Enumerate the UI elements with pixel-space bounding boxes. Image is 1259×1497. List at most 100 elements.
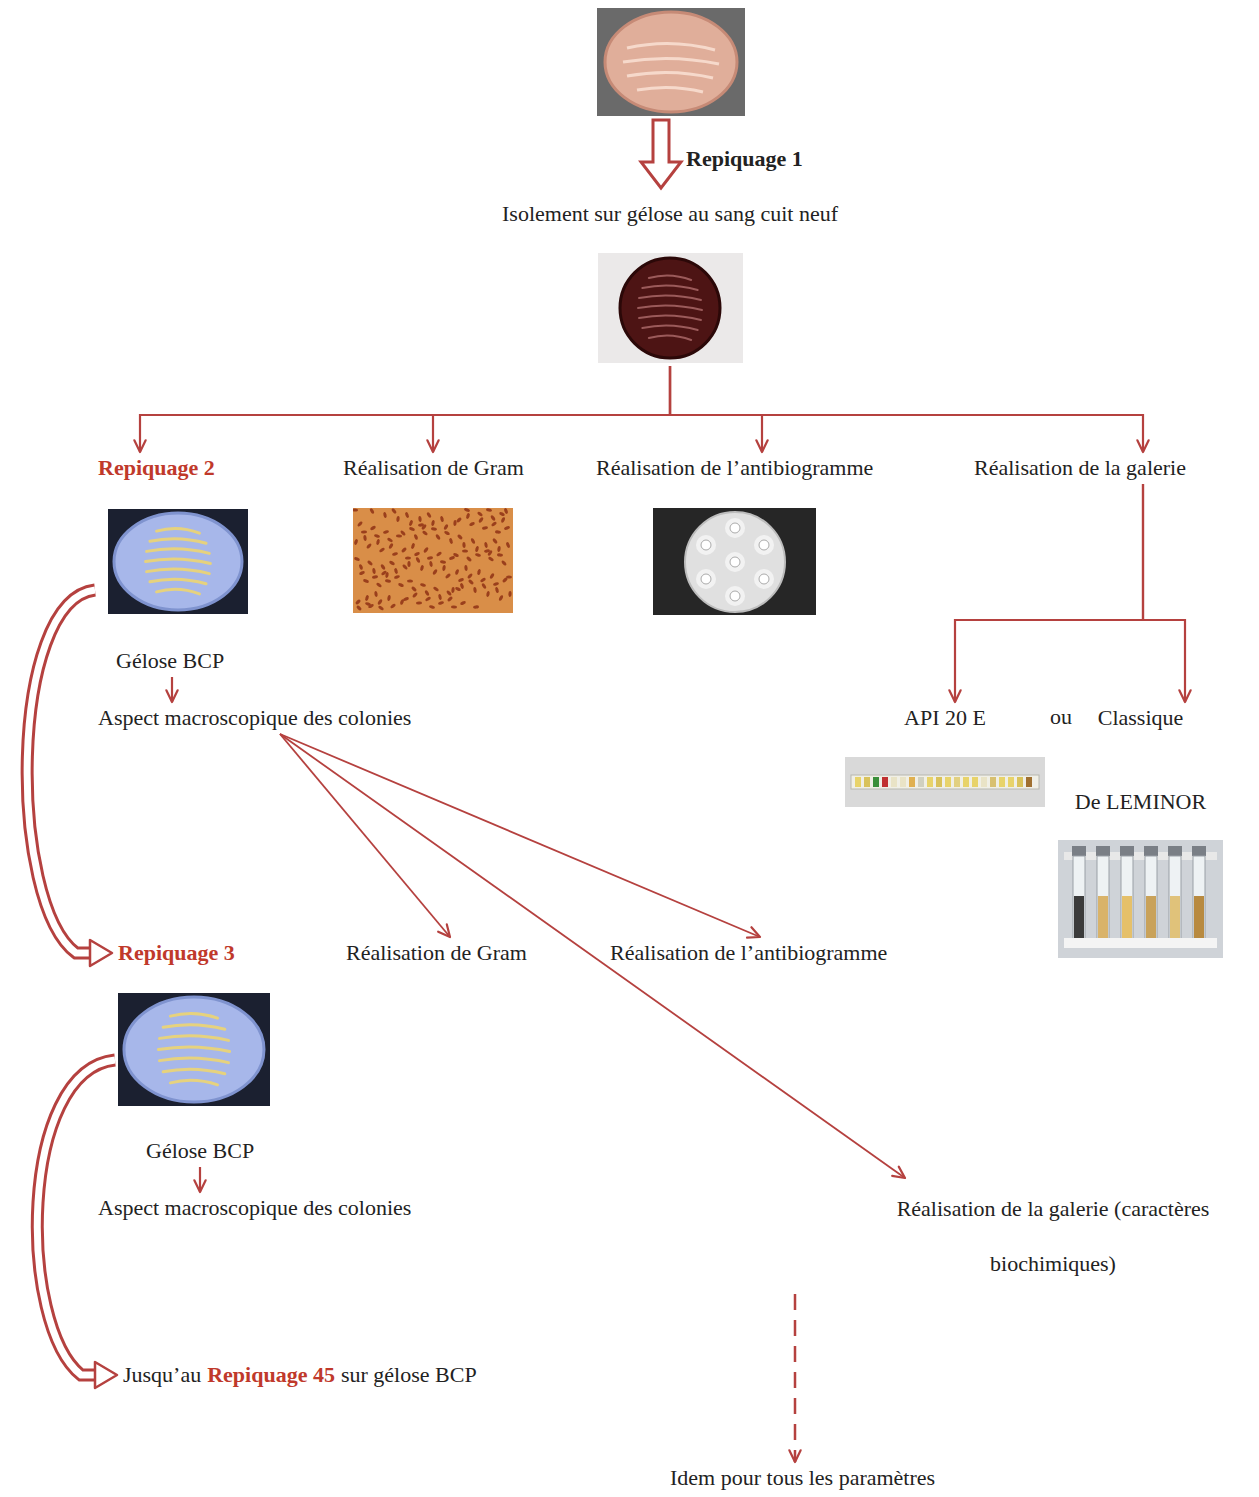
photo-detail — [990, 777, 996, 787]
step-text: Repiquage 45 — [207, 1362, 335, 1388]
photo-detail — [376, 539, 380, 546]
step-text: Réalisation de la galerie (caractères bi… — [861, 1181, 1245, 1291]
flow-step: Réalisation de la galerie (caractères bi… — [858, 1178, 1248, 1294]
photo-detail — [397, 516, 401, 522]
photo-detail — [405, 512, 410, 519]
arrow-head — [747, 927, 760, 937]
photo-detail — [477, 511, 484, 517]
photo-detail — [475, 546, 480, 553]
photo-detail — [457, 534, 464, 541]
flow-connector — [27, 590, 112, 966]
photo-detail — [354, 556, 361, 561]
photo-detail — [456, 517, 463, 523]
photo-detail — [499, 511, 506, 517]
photo-detail — [1168, 846, 1182, 856]
photo-detail — [435, 534, 441, 541]
photo-detail — [409, 520, 414, 527]
hollow-arrow-core — [27, 590, 95, 953]
photo-detail — [366, 543, 372, 550]
photo-detail — [478, 517, 484, 524]
photo-detail — [447, 596, 454, 602]
photo — [1058, 840, 1223, 958]
connector-word: ou — [1050, 704, 1072, 730]
photo-detail — [356, 605, 363, 611]
photo-detail — [383, 530, 390, 534]
photo-detail — [464, 508, 471, 513]
flow-connector — [1143, 484, 1191, 702]
photo-detail — [402, 564, 408, 571]
photo-detail — [471, 538, 477, 545]
photo-detail — [425, 596, 432, 602]
photo-detail — [353, 508, 513, 613]
photo-detail — [453, 552, 460, 557]
photo-detail — [150, 579, 206, 584]
photo-detail — [118, 993, 270, 1106]
photo-frame — [845, 757, 1045, 807]
photo-detail — [909, 777, 915, 787]
photo-frame — [502, 253, 838, 363]
arrow-head — [427, 440, 438, 452]
photo-detail — [1194, 896, 1204, 938]
photo-detail — [759, 574, 769, 584]
connector-line — [280, 734, 450, 937]
photo-detail — [495, 530, 501, 534]
photo-detail — [864, 777, 870, 787]
arrow-head — [949, 690, 960, 702]
connector-line — [140, 366, 670, 452]
photo-detail — [499, 595, 505, 602]
photo-detail — [420, 583, 427, 588]
photo-detail — [389, 560, 396, 566]
step-text: Jusqu’au — [123, 1362, 201, 1388]
photo-detail — [377, 599, 383, 606]
photo — [108, 509, 248, 614]
photo-detail — [486, 591, 490, 598]
photo-detail — [392, 552, 399, 557]
photo-detail — [638, 305, 702, 310]
connector-line — [433, 366, 670, 452]
photo-detail — [1145, 856, 1157, 940]
culture-plate-photo — [597, 8, 745, 116]
photo-background — [597, 8, 745, 116]
photo-detail — [480, 577, 487, 583]
photo-detail — [1120, 846, 1134, 856]
step-text: Gélose BCP — [146, 1138, 254, 1164]
photo-detail — [759, 540, 769, 550]
flow-step: Réalisation de Gram — [343, 937, 530, 969]
photo-detail — [442, 565, 446, 571]
step-text: Gélose BCP — [116, 648, 224, 674]
photo-detail — [466, 556, 473, 562]
photo-detail — [1064, 938, 1217, 948]
photo-detail — [701, 574, 711, 584]
step-label: Repiquage 1 — [686, 146, 803, 172]
photo-detail — [368, 603, 375, 609]
arrow-head — [166, 690, 177, 702]
photo-detail — [1026, 777, 1032, 787]
arrow-head — [134, 440, 145, 452]
flow-connector — [166, 677, 177, 702]
step-text: Réalisation de Gram — [346, 940, 527, 966]
photo-detail — [416, 557, 422, 564]
photo — [653, 508, 816, 615]
photo — [845, 757, 1045, 807]
photo-detail — [482, 526, 488, 530]
flow-step: Réalisation de Gram — [340, 452, 527, 616]
photo-detail — [353, 508, 358, 511]
photo-detail — [379, 547, 386, 553]
step-text: Repiquage 2 — [98, 455, 248, 481]
photo-detail — [391, 508, 397, 514]
photo-detail — [426, 512, 432, 519]
photo-detail — [473, 605, 479, 609]
flow-step: API 20 E — [842, 702, 1048, 810]
photo-detail — [469, 521, 476, 527]
photo-detail — [163, 1069, 225, 1074]
hollow-arrow — [638, 118, 684, 192]
photo-detail — [170, 1014, 217, 1019]
photo-detail — [425, 590, 431, 597]
photo-detail — [1096, 846, 1110, 856]
photo-detail — [354, 539, 359, 546]
flow-connector — [949, 484, 1143, 702]
photo-detail — [407, 579, 413, 582]
connector-line — [670, 366, 1143, 452]
photo-detail — [465, 565, 469, 571]
photo-detail — [936, 777, 942, 787]
